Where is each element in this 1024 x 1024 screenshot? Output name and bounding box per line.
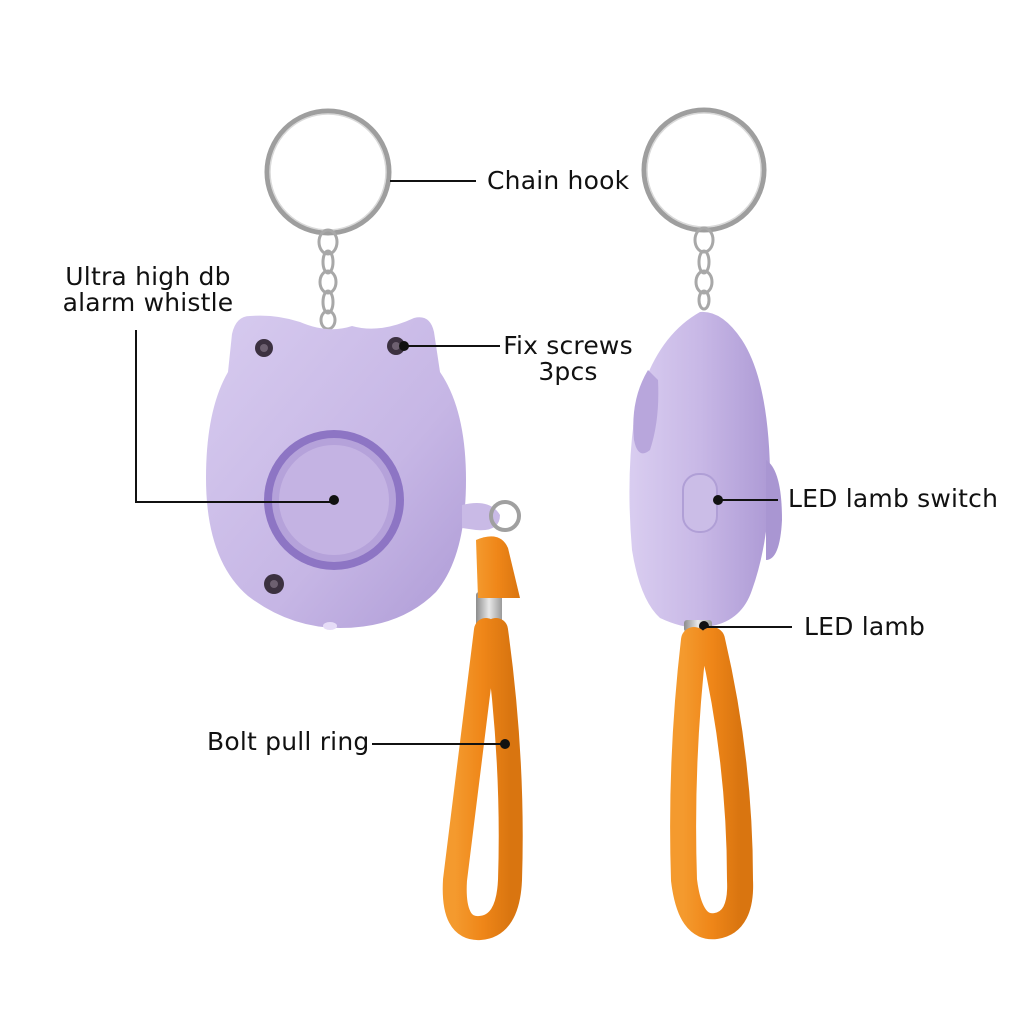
key-ring-icon	[264, 108, 392, 236]
label-alarm-whistle: Ultra high db alarm whistle	[58, 264, 238, 316]
speaker-icon	[264, 430, 404, 570]
label-pull-ring: Bolt pull ring	[207, 727, 370, 756]
key-ring-icon	[641, 107, 767, 233]
label-alarm-whistle-line-2: alarm whistle	[62, 288, 234, 317]
leader-alarm-whistle	[135, 330, 334, 503]
strap-icon	[670, 627, 754, 940]
leader-dots	[399, 341, 510, 749]
chain-icon	[317, 228, 339, 331]
label-led-lamp: LED lamb	[804, 612, 926, 641]
label-led-switch: LED lamb switch	[788, 484, 999, 513]
screw-icon	[255, 337, 405, 594]
chain-icon	[693, 226, 715, 311]
label-alarm-whistle-line-1: Ultra high db	[65, 262, 231, 291]
label-fix-screws: Fix screws 3pcs	[502, 333, 634, 385]
strap-icon	[442, 536, 523, 940]
label-chain-hook: Chain hook	[487, 166, 630, 195]
leader-lines	[135, 180, 792, 745]
side-device	[629, 107, 782, 940]
side-body	[629, 311, 770, 628]
front-device	[206, 108, 523, 940]
label-fix-screws-line-1: Fix screws	[503, 331, 633, 360]
label-fix-screws-line-2: 3pcs	[538, 357, 598, 386]
